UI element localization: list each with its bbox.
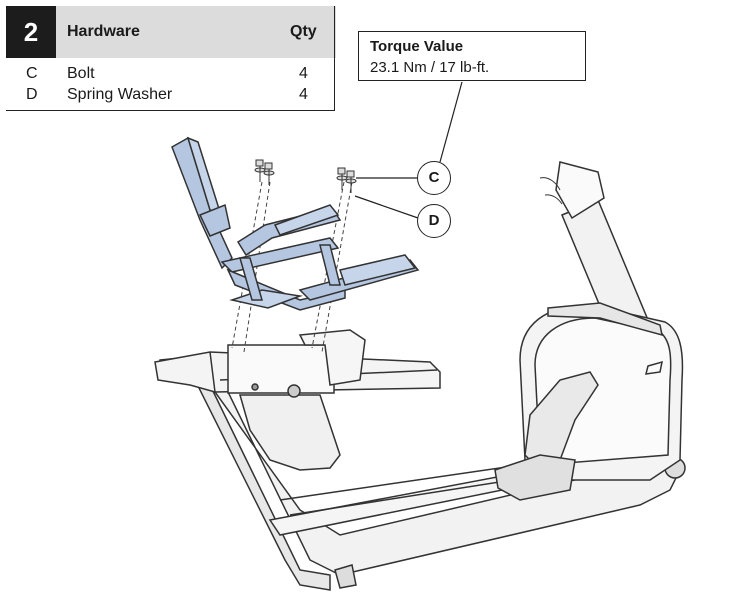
bolt-icons — [254, 159, 357, 193]
hardware-name: Bolt — [67, 65, 95, 82]
hardware-table-header — [6, 6, 336, 58]
callout-d: D — [417, 204, 451, 238]
hardware-table: 2 Hardware Qty C Bolt 4 D Spring Washer … — [6, 6, 336, 112]
torque-leader-line — [439, 81, 463, 163]
torque-title: Torque Value — [370, 38, 464, 55]
quantity-header-label: Qty — [290, 23, 317, 40]
hardware-name: Spring Washer — [67, 86, 173, 103]
seat-frame-highlighted — [171, 136, 420, 311]
hardware-letter: C — [26, 65, 38, 82]
hardware-row: D Spring Washer 4 — [6, 85, 336, 105]
hardware-row: C Bolt 4 — [6, 64, 336, 84]
hardware-qty: 4 — [299, 86, 308, 103]
callout-d-leader — [354, 195, 419, 219]
hardware-qty: 4 — [299, 65, 308, 82]
hardware-table-border — [6, 6, 335, 111]
seat-rail — [154, 329, 441, 471]
step-number: 2 — [6, 6, 56, 58]
torque-value: 23.1 Nm / 17 lb-ft. — [370, 59, 490, 76]
hardware-header-label: Hardware — [67, 23, 140, 40]
flywheel-housing — [494, 302, 684, 501]
callout-c: C — [417, 161, 451, 195]
hardware-letter: D — [26, 86, 38, 103]
torque-value-box: Torque Value 23.1 Nm / 17 lb-ft. — [358, 31, 586, 81]
